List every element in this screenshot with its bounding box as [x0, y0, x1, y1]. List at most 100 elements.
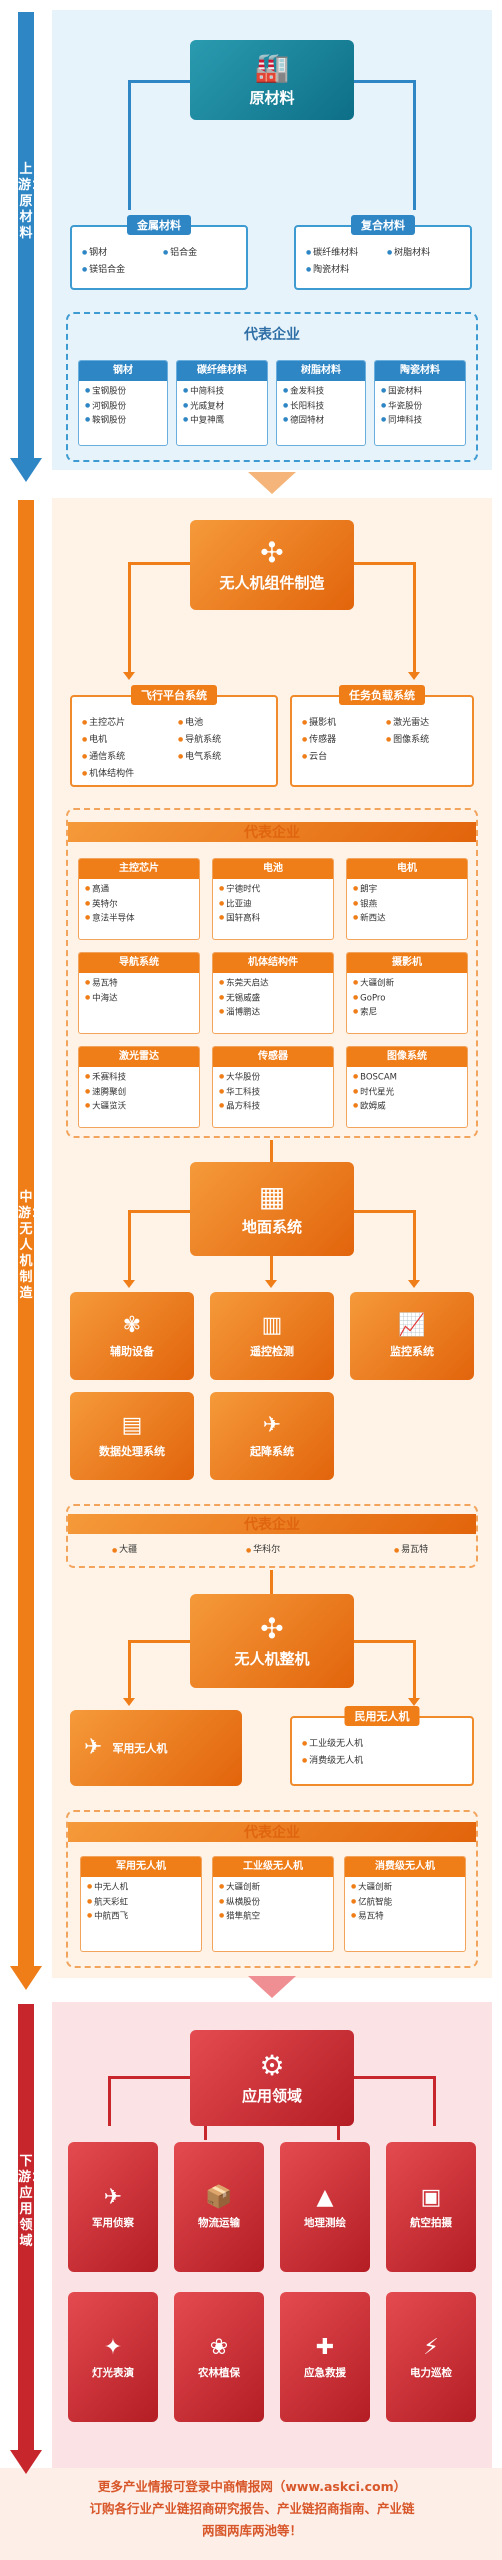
- arrow-head: [123, 672, 135, 680]
- tile-label: 应急救援: [304, 2366, 346, 2379]
- company-card: 军用无人机 中无人机航天彩虹中航西飞: [80, 1856, 202, 1952]
- raw-materials-label: 原材料: [249, 88, 295, 107]
- connector-line: [270, 1256, 273, 1280]
- connector-line: [354, 1210, 416, 1213]
- list-item: 通信系统: [82, 749, 172, 762]
- footer-line-3: 两图两库两池等！: [201, 2523, 302, 2538]
- upstream-companies-box: 代表企业: [66, 312, 478, 462]
- list-item: 摄影机: [302, 715, 380, 728]
- company-name: 大华股份: [219, 1070, 327, 1085]
- company-card-title: 电池: [213, 859, 333, 879]
- company-card: 工业级无人机 大疆创新纵横股份猎隼航空: [212, 1856, 334, 1952]
- company-name: 光威复材: [183, 399, 261, 414]
- tile-label: 地理测绘: [304, 2216, 346, 2229]
- company-name: 国瓷材料: [381, 384, 459, 399]
- list-item: 工业级无人机: [302, 1736, 464, 1749]
- application-tile: ▣航空拍摄: [386, 2142, 476, 2272]
- remote-detection-tile: ▥ 遥控检测: [210, 1292, 334, 1380]
- ground-companies-title: 代表企业: [68, 1514, 476, 1534]
- company-name: 中海达: [85, 991, 193, 1006]
- connector-line: [128, 562, 190, 565]
- list-item: 电池: [178, 715, 268, 728]
- company-name: 大疆览沃: [85, 1099, 193, 1114]
- company-name: BOSCAM: [353, 1070, 461, 1085]
- company-card: 钢材 宝钢股份河钢股份鞍钢股份: [78, 360, 168, 446]
- company-card: 传感器大华股份华工科技晶方科技: [212, 1046, 334, 1128]
- company-name: 速腾聚创: [85, 1085, 193, 1100]
- connector-line: [413, 80, 416, 210]
- flight-platform-panel: 飞行平台系统 主控芯片 电池 电机 导航系统 通信系统 电气系统 机体结构件: [70, 685, 278, 787]
- remote-icon: ▥: [261, 1313, 283, 1338]
- company-name: 同坤科技: [381, 413, 459, 428]
- company-card-title: 陶瓷材料: [375, 361, 465, 381]
- company-card-title: 导航系统: [79, 953, 199, 973]
- assembly-companies-title: 代表企业: [68, 1822, 476, 1842]
- connector-line: [108, 2076, 190, 2079]
- company-card-title: 主控芯片: [79, 859, 199, 879]
- company-name: ● 易瓦特: [394, 1545, 429, 1555]
- company-name: 鞍钢股份: [85, 413, 161, 428]
- tile-label: 军用无人机: [112, 1742, 168, 1755]
- applications-grid: ✈军用侦察📦物流运输▲地理测绘▣航空拍摄✦灯光表演❀农林植保✚应急救援⚡电力巡检: [68, 2142, 478, 2442]
- list-item: 激光雷达: [386, 715, 464, 728]
- data-processing-tile: ▤ 数据处理系统: [70, 1392, 194, 1480]
- application-icon: ▲: [316, 2184, 334, 2210]
- company-name: 晶方科技: [219, 1099, 327, 1114]
- tile-label: 灯光表演: [92, 2366, 134, 2379]
- company-name: 英特尔: [85, 897, 193, 912]
- application-icon: ✦: [103, 2334, 123, 2360]
- metal-materials-panel: 金属材料 钢材 铝合金 镁铝合金: [70, 215, 248, 290]
- company-name-text: 大疆: [119, 1545, 138, 1555]
- company-card: 陶瓷材料 国瓷材料华瓷股份同坤科技: [374, 360, 466, 446]
- company-card-title: 图像系统: [347, 1047, 467, 1067]
- list-item: 消费级无人机: [302, 1753, 464, 1766]
- connector-line: [270, 1570, 273, 1594]
- company-name: 易瓦特: [85, 976, 193, 991]
- connector-line: [413, 1640, 416, 1698]
- connector-line: [413, 1210, 416, 1280]
- connector-line: [354, 562, 416, 565]
- company-name: 国轩高科: [219, 911, 327, 926]
- takeoff-icon: ✈: [262, 1413, 282, 1438]
- arrow-head: [408, 1698, 420, 1706]
- company-card-title: 激光雷达: [79, 1047, 199, 1067]
- company-card-title: 工业级无人机: [213, 1857, 333, 1877]
- civil-drone-panel: 民用无人机 工业级无人机 消费级无人机: [290, 1706, 474, 1786]
- grid-icon: ▦: [258, 1179, 286, 1213]
- list-item: 碳纤维材料: [306, 245, 381, 258]
- upstream-stage-label: 上游：原材料: [18, 162, 45, 241]
- raw-materials-hub: 🏭 原材料: [190, 40, 354, 120]
- company-name: 大疆创新: [219, 1880, 327, 1895]
- company-card: 电池宁德时代比亚迪国轩高科: [212, 858, 334, 940]
- list-item: 机体结构件: [82, 766, 172, 779]
- drone-icon: ✣: [260, 535, 284, 569]
- connector-line: [204, 2126, 207, 2140]
- company-card: 机体结构件东莞天启达无锡威盛淄博鹏达: [212, 952, 334, 1034]
- flight-platform-title: 飞行平台系统: [131, 685, 217, 705]
- company-name: GoPro: [353, 991, 461, 1006]
- company-name: 比亚迪: [219, 897, 327, 912]
- component-manufacturing-hub: ✣ 无人机组件制造: [190, 520, 354, 610]
- company-card-title: 电机: [347, 859, 467, 879]
- company-card: 电机朗宇银燕新西达: [346, 858, 468, 940]
- company-card-title: 传感器: [213, 1047, 333, 1067]
- company-name: 朗宇: [353, 882, 461, 897]
- company-name: 中无人机: [87, 1880, 195, 1895]
- list-item: 主控芯片: [82, 715, 172, 728]
- list-item: 导航系统: [178, 732, 268, 745]
- list-item: 陶瓷材料: [306, 262, 381, 275]
- civil-drone-title: 民用无人机: [344, 1706, 420, 1726]
- application-tile: ❀农林植保: [174, 2292, 264, 2422]
- company-card-title: 摄影机: [347, 953, 467, 973]
- company-name: 东莞天启达: [219, 976, 327, 991]
- company-name: 欧姆威: [353, 1099, 461, 1114]
- company-name: 河钢股份: [85, 399, 161, 414]
- military-drone-tile: ✈ 军用无人机: [70, 1710, 242, 1786]
- company-name-text: 易瓦特: [401, 1545, 429, 1555]
- footer-background: [0, 2468, 502, 2560]
- company-card-title: 军用无人机: [81, 1857, 201, 1877]
- company-name: 航天彩虹: [87, 1895, 195, 1910]
- company-name: 淄博鹏达: [219, 1005, 327, 1020]
- company-name: 纵横股份: [219, 1895, 327, 1910]
- tile-label: 起降系统: [250, 1445, 294, 1458]
